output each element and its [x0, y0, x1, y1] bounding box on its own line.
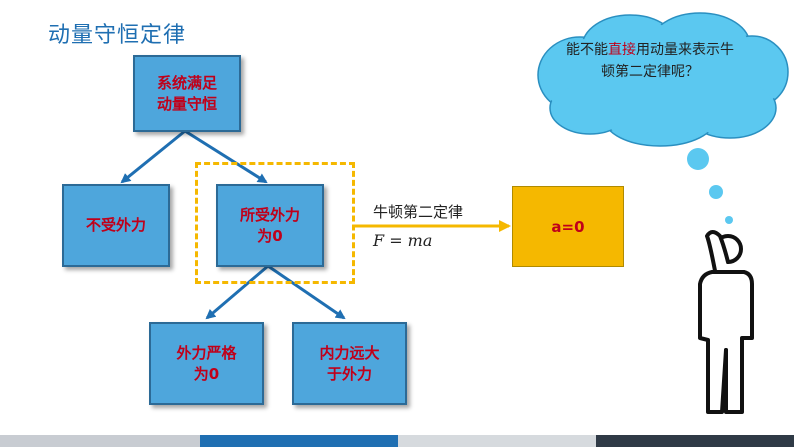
cloud-text-after: 用动量来表示牛顿第二定律呢？	[601, 42, 734, 80]
footer-bar-gray-1	[0, 435, 200, 447]
dashed-highlight	[195, 162, 355, 284]
no-external-force-label: 不受外力	[85, 216, 146, 234]
strictly-zero-label: 外力严格 为0	[176, 343, 237, 383]
footer-bar-gray-2	[398, 435, 596, 447]
page-title: 动量守恒定律	[48, 23, 187, 48]
arrow-middle-to-bottom-left	[205, 264, 269, 320]
arrow-root-to-middle	[184, 129, 268, 184]
newton-second-law-label: 牛顿第二定律	[373, 203, 464, 221]
strictly-zero-box: 外力严格 为0	[149, 322, 264, 405]
cloud-text-before: 能不能	[566, 42, 608, 58]
internal-dominates-label: 内力远大 于外力	[319, 343, 380, 383]
newton-formula: F = ma	[373, 231, 433, 250]
cloud-text-highlight: 直接	[608, 42, 636, 58]
root-box: 系统满足 动量守恒	[133, 55, 241, 132]
thinking-person-icon	[698, 230, 754, 414]
thought-bubble-large	[687, 148, 709, 170]
acceleration-result-label: a=0	[551, 217, 585, 236]
arrow-middle-to-bottom-right	[267, 264, 346, 320]
thought-bubble-medium	[709, 185, 723, 199]
acceleration-result-box: a=0	[512, 186, 624, 267]
footer-bar-dark	[596, 435, 794, 447]
internal-dominates-box: 内力远大 于外力	[292, 322, 407, 405]
cloud-question: 能不能直接用动量来表示牛顿第二定律呢？	[566, 39, 734, 83]
no-external-force-box: 不受外力	[62, 184, 170, 267]
footer-bar-blue	[200, 435, 398, 447]
root-box-label: 系统满足 动量守恒	[156, 73, 217, 113]
thought-bubble-small	[725, 216, 733, 224]
arrow-root-to-left	[120, 129, 186, 184]
net-force-zero-label: 所受外力 为0	[239, 205, 300, 245]
net-force-zero-box: 所受外力 为0	[216, 184, 324, 267]
